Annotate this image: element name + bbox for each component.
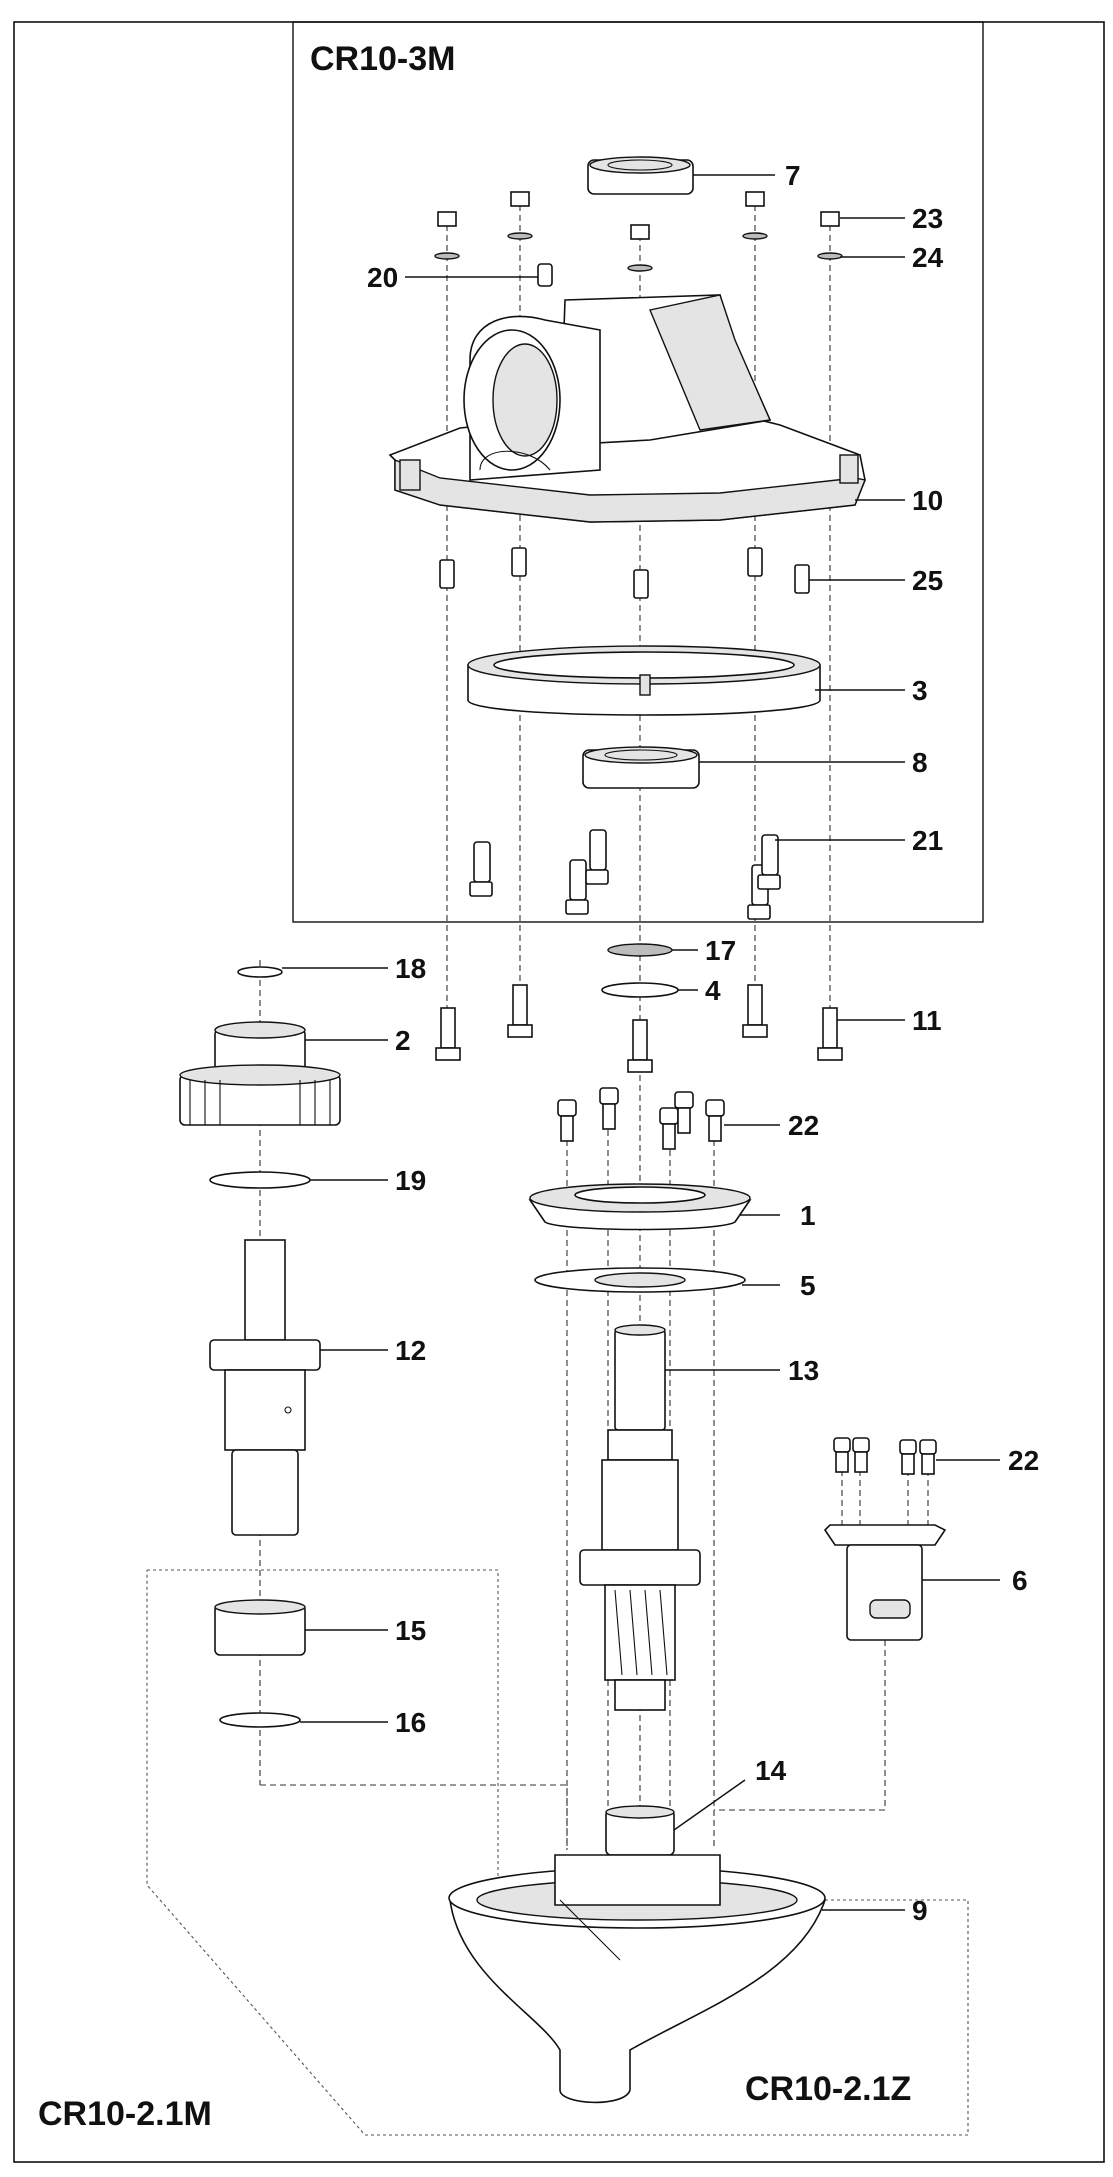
callout-10: 10: [912, 485, 943, 516]
part-18-ring: [237, 966, 283, 978]
part-14-bushing: [605, 1805, 675, 1856]
callout-14: 14: [755, 1755, 787, 1786]
part-16-ring: [219, 1712, 301, 1728]
callout-3: 3: [912, 675, 928, 706]
region-boundary: [146, 1569, 969, 2136]
top-bolts-and-washers: [434, 191, 843, 287]
dowel-pins-25: [439, 547, 810, 599]
callout-5: 5: [800, 1270, 816, 1301]
part-2-gear: [179, 1021, 341, 1126]
part-10-housing: [388, 294, 866, 523]
callout-22a: 22: [788, 1110, 819, 1141]
part-21-screws: [469, 829, 781, 920]
part-8-bearing: [582, 746, 700, 789]
part-7-bearing: [587, 156, 694, 195]
callout-12: 12: [395, 1335, 426, 1366]
callout-1: 1: [800, 1200, 816, 1231]
callout-18: 18: [395, 953, 426, 984]
callout-25: 25: [912, 565, 943, 596]
callout-24: 24: [912, 242, 944, 273]
callout-2: 2: [395, 1025, 411, 1056]
callout-13: 13: [788, 1355, 819, 1386]
callout-4: 4: [705, 975, 721, 1006]
callout-8: 8: [912, 747, 928, 778]
callout-20: 20: [367, 262, 398, 293]
part-1-flange: [528, 1183, 752, 1231]
model-box-cr10-3m: [292, 21, 984, 923]
part-5-gasket: [534, 1267, 746, 1293]
part-6-bracket: [823, 1524, 947, 1641]
model-label-cr10-2-1z: CR10-2.1Z: [745, 2070, 911, 2108]
callout-21: 21: [912, 825, 943, 856]
part-22-screws-lower: [833, 1437, 937, 1475]
part-4-washer: [601, 982, 679, 998]
callout-7: 7: [785, 160, 801, 191]
model-label-cr10-2-1m: CR10-2.1M: [38, 2095, 212, 2133]
part-15-bushing: [214, 1599, 306, 1656]
model-label-cr10-3m: CR10-3M: [310, 40, 455, 78]
callout-11: 11: [912, 1005, 942, 1036]
part-13-shaft: [579, 1324, 701, 1711]
part-9-hopper: [448, 1854, 827, 2104]
callout-6: 6: [1012, 1565, 1028, 1596]
callout-labels: 7 23 24 20 10 25 3 8 21 18 17 4 2 11 22 …: [367, 160, 1039, 1926]
callout-17: 17: [705, 935, 736, 966]
callout-22b: 22: [1008, 1445, 1039, 1476]
callout-19: 19: [395, 1165, 426, 1196]
part-22-screws-upper: [557, 1087, 725, 1150]
callout-9: 9: [912, 1895, 928, 1926]
part-17-circlip: [607, 943, 673, 957]
part-11-bolts: [435, 984, 843, 1073]
callout-15: 15: [395, 1615, 426, 1646]
part-3-ring: [467, 645, 821, 716]
part-19-snap-ring: [209, 1171, 311, 1189]
part-12-shaft: [209, 1239, 321, 1536]
leader-lines: [282, 174, 1000, 1911]
callout-16: 16: [395, 1707, 426, 1738]
callout-23: 23: [912, 203, 943, 234]
